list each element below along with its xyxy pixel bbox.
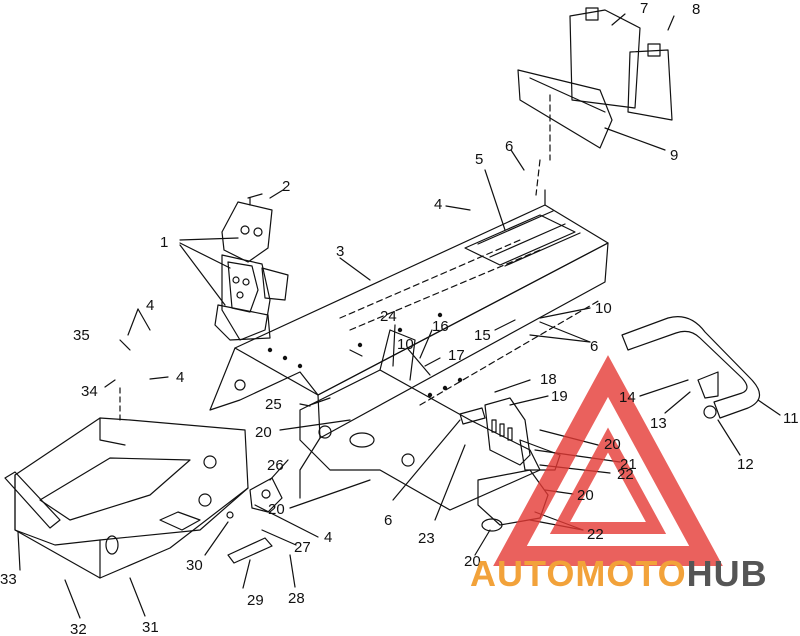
callout-23: 23 — [418, 530, 435, 547]
callout-33: 33 — [0, 571, 17, 588]
callout-4: 4 — [324, 529, 332, 546]
callout-13: 13 — [650, 415, 667, 432]
callout-24: 24 — [380, 308, 397, 325]
callout-19: 19 — [551, 388, 568, 405]
callout-3: 3 — [336, 243, 344, 260]
callout-28: 28 — [288, 590, 305, 607]
nose-pan — [4, 384, 249, 579]
leader-lines — [17, 13, 781, 619]
callout-16: 16 — [432, 318, 449, 335]
callout-11: 11 — [783, 410, 799, 427]
callout-21: 21 — [620, 456, 637, 473]
callout-22: 22 — [617, 466, 634, 483]
steering-bracket — [226, 477, 283, 564]
watermark-text: AUTOMOTOHUB — [470, 553, 768, 594]
watermark-part1: AUTOMOTO — [470, 553, 687, 594]
callout-26: 26 — [267, 457, 284, 474]
front-bulkhead — [299, 329, 541, 511]
callout-4: 4 — [146, 297, 154, 314]
callout-31: 31 — [142, 619, 159, 636]
callout-25: 25 — [265, 396, 282, 413]
snow-flaps — [517, 7, 673, 196]
callout-30: 30 — [186, 557, 203, 574]
callout-8: 8 — [692, 1, 700, 18]
rear-bumper — [621, 316, 761, 419]
callout-20: 20 — [255, 424, 272, 441]
callout-7: 7 — [640, 0, 648, 17]
callout-20: 20 — [268, 501, 285, 518]
callout-20: 20 — [577, 487, 594, 504]
callout-22: 22 — [587, 526, 604, 543]
callout-20: 20 — [464, 553, 481, 570]
callout-35: 35 — [73, 327, 90, 344]
callout-4: 4 — [434, 196, 442, 213]
callout-6: 6 — [590, 338, 598, 355]
callout-18: 18 — [540, 371, 557, 388]
callout-1: 1 — [160, 234, 168, 251]
callout-10: 10 — [397, 336, 414, 353]
callout-9: 9 — [670, 147, 678, 164]
callout-20: 20 — [604, 436, 621, 453]
callout-5: 5 — [475, 151, 483, 168]
callout-6: 6 — [505, 138, 513, 155]
callout-2: 2 — [282, 178, 290, 195]
callout-27: 27 — [294, 539, 311, 556]
callout-17: 17 — [448, 347, 465, 364]
callout-34: 34 — [81, 383, 98, 400]
callout-10: 10 — [595, 300, 612, 317]
tunnel-frame — [209, 189, 609, 499]
callout-6: 6 — [384, 512, 392, 529]
mount-brackets — [214, 193, 289, 341]
callout-15: 15 — [474, 327, 491, 344]
callout-12: 12 — [737, 456, 754, 473]
watermark-logo — [493, 355, 723, 566]
callout-29: 29 — [247, 592, 264, 609]
watermark-part2: HUB — [687, 553, 768, 594]
callout-4: 4 — [176, 369, 184, 386]
callout-32: 32 — [70, 621, 87, 636]
callout-14: 14 — [619, 389, 636, 406]
